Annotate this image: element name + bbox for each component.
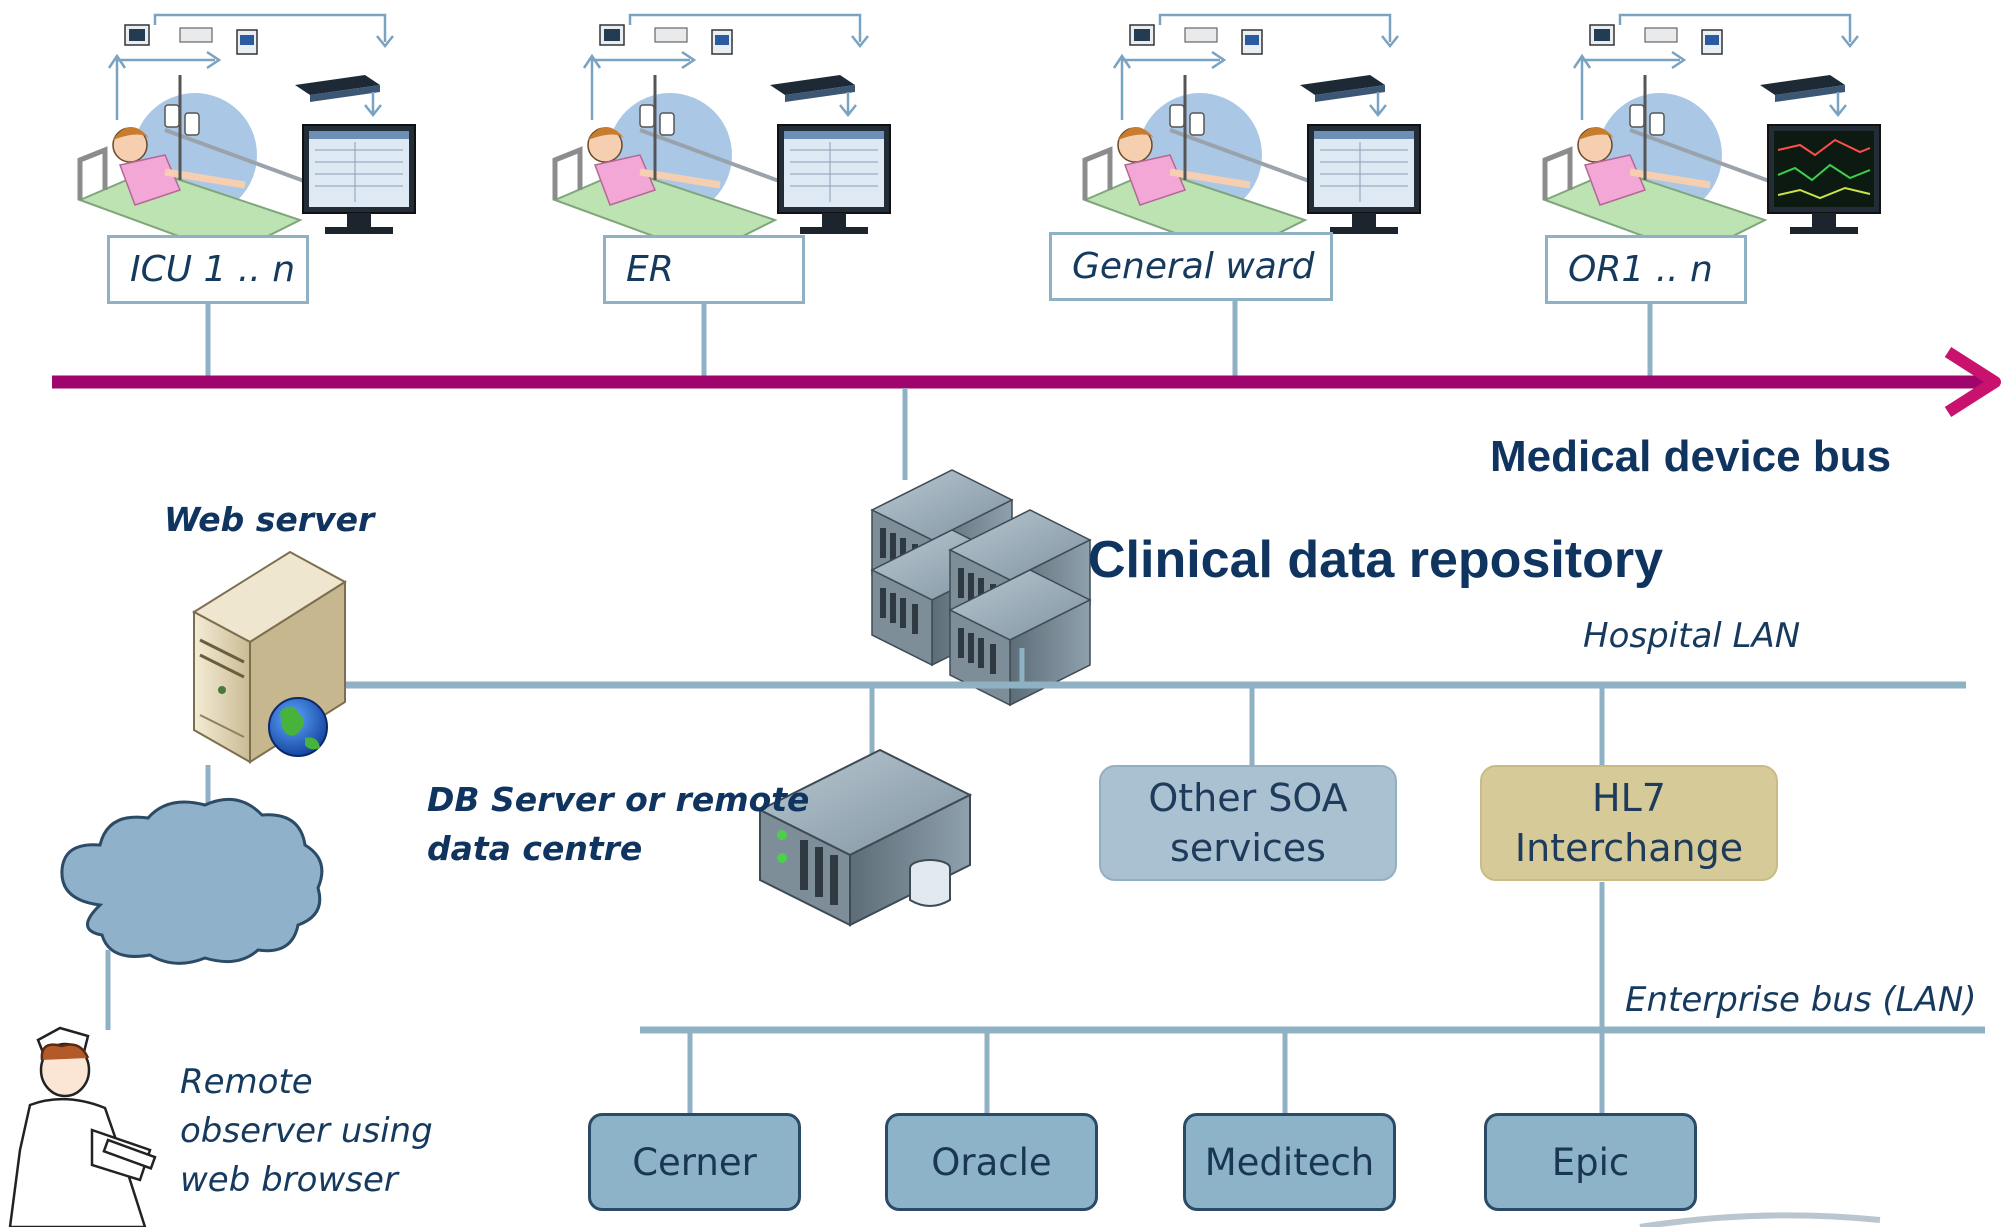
vendor-label-meditech: Meditech [1204,1140,1375,1184]
clinical-data-repository-label: Clinical data repository [1088,531,1664,589]
icu-bedside-illustration [80,15,415,255]
web-server-label: Web server [164,500,375,539]
db-server-label-line1: DB Server or remote [427,780,810,819]
unit-label-er: ER [626,249,674,290]
vendor-box-epic[interactable]: Epic [1484,1113,1697,1211]
ward-bedside-illustration [1085,15,1420,255]
unit-box-or[interactable]: OR1 .. n [1545,235,1747,304]
hl7-interchange-box[interactable]: HL7 Interchange [1480,765,1778,881]
vendor-label-epic: Epic [1551,1140,1630,1184]
vendor-label-cerner: Cerner [632,1140,757,1184]
hospital-lan-label: Hospital LAN [1583,616,1801,656]
medical-device-bus-label: Medical device bus [1490,432,1892,481]
device-bus-arrowhead [1944,346,2001,418]
nurse-observer-illustration [8,1026,157,1227]
vendor-box-oracle[interactable]: Oracle [885,1113,1098,1211]
vendor-box-meditech[interactable]: Meditech [1183,1113,1396,1211]
unit-box-icu[interactable]: ICU 1 .. n [107,235,309,304]
corner-logo-fragment [1639,1212,1881,1227]
hl7-label-line2: Interchange [1514,826,1744,870]
remote-observer-line1: Remote [180,1062,313,1102]
remote-observer-line3: web browser [180,1160,398,1200]
other-soa-label-line1: Other SOA [1148,776,1348,820]
db-server-label-line2: data centre [427,829,643,868]
clinical-repository-servers [871,469,1091,706]
vendor-box-cerner[interactable]: Cerner [588,1113,801,1211]
er-bedside-illustration [555,15,890,255]
unit-label-or: OR1 .. n [1568,249,1713,290]
web-server-illustration [192,550,347,764]
unit-box-general-ward[interactable]: General ward [1049,232,1333,301]
unit-label-general-ward: General ward [1072,246,1315,287]
other-soa-label-line2: services [1170,826,1326,870]
other-soa-services-box[interactable]: Other SOA services [1099,765,1397,881]
remote-observer-line2: observer using [180,1111,433,1151]
vendor-label-oracle: Oracle [931,1140,1052,1184]
internet-cloud [60,797,324,965]
enterprise-bus-label: Enterprise bus (LAN) [1625,980,1977,1020]
db-server-illustration [757,748,973,927]
unit-label-icu: ICU 1 .. n [130,249,296,290]
hl7-label-line1: HL7 [1592,776,1666,820]
unit-box-er[interactable]: ER [603,235,805,304]
